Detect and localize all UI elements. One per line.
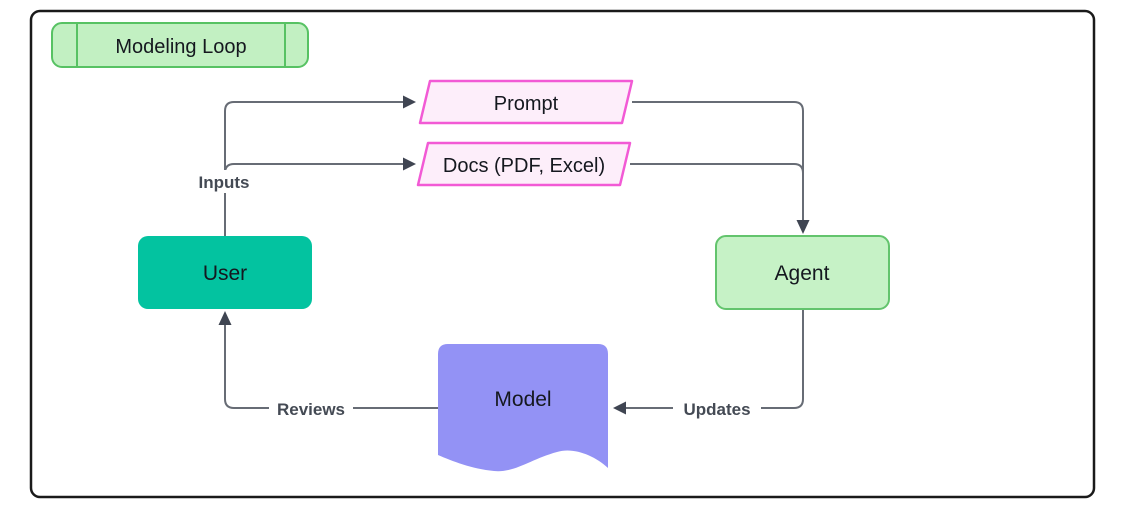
title-label: Modeling Loop — [115, 36, 246, 58]
arrowhead-into-prompt — [403, 95, 416, 109]
edge-label-reviews: Reviews — [277, 400, 345, 419]
user-label: User — [203, 262, 247, 285]
model-shape — [438, 344, 608, 472]
prompt-shape — [418, 79, 634, 125]
node-agent: Agent — [715, 235, 890, 310]
edge-docs-to-agent — [630, 163, 804, 174]
node-prompt: Prompt — [418, 79, 634, 125]
agent-shape — [715, 235, 890, 310]
edge-user-to-prompt — [224, 101, 403, 236]
diagram-frame — [29, 9, 1096, 499]
title-node: Modeling Loop — [51, 22, 309, 68]
docs-shape — [416, 141, 632, 187]
node-docs: Docs (PDF, Excel) — [416, 141, 632, 187]
edge-model-to-user — [224, 325, 438, 409]
arrowhead-into-model — [613, 401, 626, 415]
node-model: Model — [438, 344, 608, 472]
node-user: User — [138, 236, 312, 309]
edge-group — [218, 95, 810, 415]
inputs-label-bg — [194, 170, 254, 193]
arrowhead-into-docs — [403, 157, 416, 171]
agent-label: Agent — [775, 262, 830, 285]
reviews-label-bg — [269, 397, 353, 420]
edge-agent-to-model — [626, 309, 804, 409]
arrowhead-into-user — [218, 311, 232, 325]
model-label: Model — [494, 388, 551, 411]
edge-label-inputs: Inputs — [199, 173, 250, 192]
edge-label-updates: Updates — [683, 400, 750, 419]
updates-label-bg — [673, 397, 761, 420]
user-shape — [138, 236, 312, 309]
edge-prompt-to-agent — [632, 101, 804, 222]
arrowhead-into-agent — [796, 220, 810, 234]
prompt-label: Prompt — [494, 93, 559, 115]
edge-labels: Inputs Reviews Updates — [194, 170, 761, 420]
title-shape — [51, 22, 309, 68]
docs-label: Docs (PDF, Excel) — [443, 155, 605, 177]
